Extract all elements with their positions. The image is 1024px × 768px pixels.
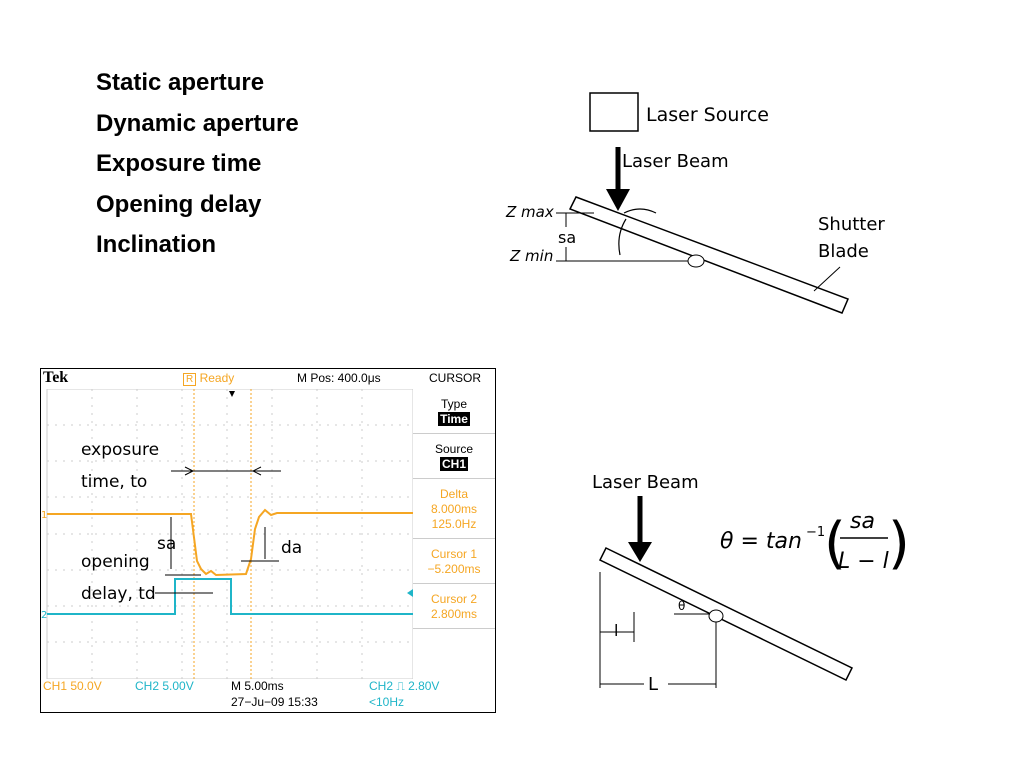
bullet-item: Static aperture — [96, 69, 265, 96]
rotation-arrow-up — [623, 208, 657, 214]
annotation-time-to: time, to — [81, 472, 147, 492]
shutter-blade — [568, 196, 849, 314]
inclination-diagram: Laser Beam θ l L θ = tan −1 ( sa L − l ) — [592, 472, 910, 695]
blade-pointer — [813, 266, 841, 292]
laser-source-label: Laser Source — [646, 104, 769, 126]
date-time: 27−Ju−09 15:33 — [231, 695, 318, 709]
freq-readout: <10Hz — [369, 695, 405, 709]
ch1-scale: CH1 50.0V — [43, 679, 102, 693]
bullet-item: Inclination — [96, 231, 216, 258]
L-big-label: L — [648, 674, 658, 695]
z-max-label: Z max — [505, 203, 554, 221]
annotation-delay-td: delay, td — [81, 584, 156, 604]
shutter-blade — [598, 547, 854, 681]
bullet-item: Dynamic aperture — [96, 109, 299, 137]
sa-label: sa — [558, 228, 576, 247]
formula-lhs: θ = tan — [720, 529, 802, 554]
cursor-menu: Type Time Source CH1 Delta 8.000ms 125.0… — [413, 389, 495, 692]
oscilloscope-display: Tek R Ready M Pos: 400.0μs CURSOR — [40, 368, 496, 713]
laser-source-box — [589, 92, 639, 132]
cursor-menu-header: CURSOR — [429, 371, 482, 385]
cursor1-readout[interactable]: Cursor 1 −5.200ms — [413, 539, 495, 584]
ch2-level-marker — [407, 589, 413, 597]
rotation-arrow-down — [618, 218, 627, 256]
mpos-label: M Pos: 400.0μs — [297, 371, 381, 385]
type-option[interactable]: Type Time — [413, 389, 495, 434]
laser-beam-label: Laser Beam — [622, 151, 729, 172]
laser-beam-arrowhead — [606, 189, 630, 211]
bullet-list: Static aperture Dynamic aperture Exposur… — [96, 66, 299, 269]
laser-beam-arrowhead — [628, 542, 652, 562]
source-option[interactable]: Source CH1 — [413, 434, 495, 479]
delta-readout: Delta 8.000ms 125.0Hz — [413, 479, 495, 539]
ch2-trace — [47, 578, 413, 615]
annotation-sa: sa — [157, 534, 176, 554]
trigger-setting: CH2 ⎍ 2.80V — [369, 679, 440, 693]
brand-label: Tek — [43, 369, 69, 386]
bullet-item: Opening delay — [96, 190, 262, 218]
annotation-exposure: exposure — [81, 440, 159, 460]
formula-left-paren: ( — [824, 511, 846, 576]
status-label: R Ready — [183, 371, 234, 386]
scope-status-bar: CH1 50.0V CH2 5.00V M 5.00ms CH2 ⎍ 2.80V… — [41, 679, 495, 713]
formula-denominator: L − l — [838, 549, 889, 574]
l-small-label: l — [614, 621, 618, 640]
formula-numerator: sa — [850, 509, 875, 534]
z-min-label: Z min — [509, 247, 553, 265]
ch2-scale: CH2 5.00V — [135, 679, 194, 693]
bullet-item: Exposure time — [96, 150, 262, 177]
pivot-point — [687, 254, 705, 268]
annotation-opening: opening — [81, 552, 150, 572]
timebase: M 5.00ms — [231, 679, 284, 693]
ch1-marker: 1 — [41, 510, 47, 521]
shutter-diagram: Laser Source Laser Beam Z max Z min sa S… — [505, 92, 885, 314]
exposure-arrow-right — [251, 466, 262, 476]
ch1-trace — [47, 508, 413, 577]
blade-label: Blade — [818, 241, 869, 262]
theta-label: θ — [678, 599, 685, 613]
annotation-da: da — [281, 538, 302, 558]
trigger-marker — [229, 391, 235, 397]
waveform-grid: exposure time, to sa da opening delay, t… — [41, 389, 413, 679]
exposure-arrow-left — [184, 466, 195, 476]
cursor2-readout[interactable]: Cursor 2 2.800ms — [413, 584, 495, 629]
ch2-marker: 2 — [41, 610, 47, 621]
shutter-label: Shutter — [818, 214, 885, 235]
laser-beam-label: Laser Beam — [592, 472, 699, 493]
formula-exponent: −1 — [806, 525, 825, 540]
scope-header: Tek R Ready M Pos: 400.0μs CURSOR — [41, 369, 495, 389]
formula-right-paren: ) — [888, 511, 910, 576]
pivot-point — [708, 609, 724, 623]
